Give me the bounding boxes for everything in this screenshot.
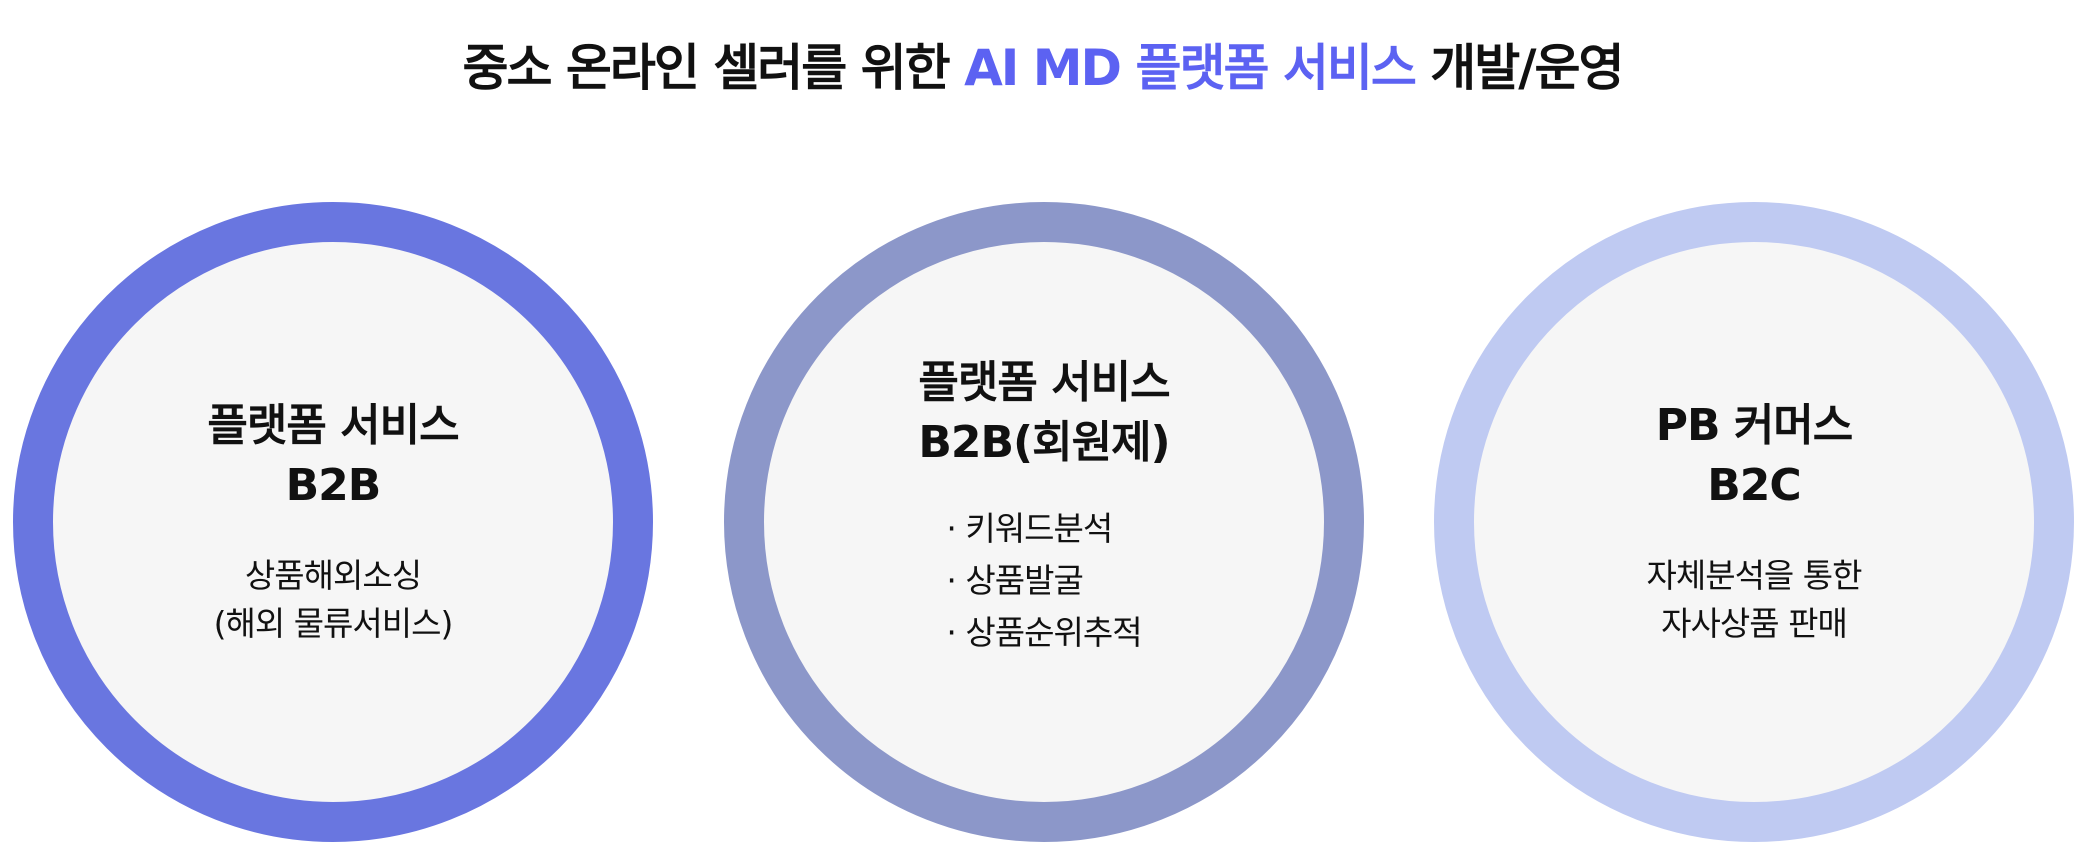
circle-title-line: PB 커머스 (1655, 400, 1854, 451)
circle-subtitle: B2B (285, 460, 382, 511)
circle-subtitle: B2B(회원제) (918, 416, 1170, 468)
circle-title: PB 커머스 B2C (1655, 396, 1854, 516)
title-prefix: 중소 온라인 셀러를 위한 (462, 39, 965, 97)
circle-description: 상품해외소싱 (해외 물류서비스) (213, 552, 454, 648)
list-item: 상품발굴 (946, 555, 1141, 607)
description-line: 자체분석을 통한 (1646, 556, 1862, 595)
feature-list: 키워드분석 상품발굴 상품순위추적 (946, 503, 1142, 659)
service-circle-b2b: 플랫폼 서비스 B2B 상품해외소싱 (해외 물류서비스) (13, 202, 653, 842)
list-item: 상품순위추적 (946, 607, 1142, 659)
circle-title: 플랫폼 서비스 B2B (207, 396, 459, 516)
service-circle-b2b-membership: 플랫폼 서비스 B2B(회원제) 키워드분석 상품발굴 상품순위추적 (724, 202, 1364, 842)
circle-subtitle: B2C (1707, 460, 1801, 511)
circle-title-line: 플랫폼 서비스 (207, 400, 459, 451)
circle-title-line: 플랫폼 서비스 (918, 356, 1170, 408)
title-suffix: 개발/운영 (1414, 39, 1624, 97)
description-line: 상품해외소싱 (244, 556, 422, 595)
circle-title: 플랫폼 서비스 B2B(회원제) (918, 353, 1170, 473)
list-item: 키워드분석 (946, 503, 1141, 555)
description-line: (해외 물류서비스) (213, 604, 454, 643)
page-title: 중소 온라인 셀러를 위한 AI MD 플랫폼 서비스 개발/운영 (0, 28, 2085, 100)
title-accent: AI MD 플랫폼 서비스 (964, 39, 1417, 97)
description-line: 자사상품 판매 (1661, 604, 1848, 643)
